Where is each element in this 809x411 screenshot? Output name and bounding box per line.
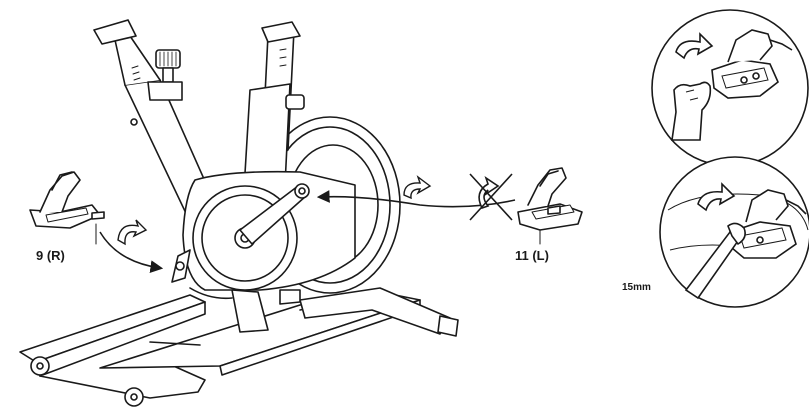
- right-pedal-direction-arrow: [100, 232, 160, 268]
- left-pedal-label: 11 (L): [515, 248, 549, 263]
- detail-hand-tighten: [652, 10, 808, 166]
- prohibited-icon: [470, 174, 512, 220]
- right-pedal-label: 9 (R): [36, 248, 65, 263]
- rotate-arrow-icon: [404, 177, 430, 198]
- right-crank-arm: [172, 250, 190, 282]
- left-pedal-icon: [518, 168, 582, 244]
- rotate-arrow-icon: [118, 220, 146, 244]
- wrench-size-label: 15mm: [622, 282, 651, 293]
- right-pedal-icon: [30, 172, 104, 244]
- detail-wrench-tighten: [660, 157, 809, 307]
